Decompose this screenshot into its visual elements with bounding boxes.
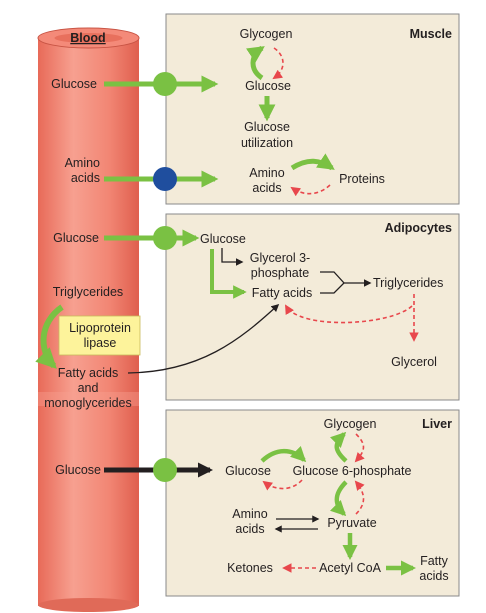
muscle-amino-1: Amino [249, 166, 284, 180]
muscle-proteins: Proteins [339, 172, 385, 186]
blood-fa-3: monoglycerides [44, 396, 132, 410]
liver-gluconeogenesis-arrow [354, 480, 365, 515]
adipocytes-title: Adipocytes [385, 221, 452, 235]
blood-title: Blood [70, 31, 105, 45]
liver-dephosphorylation-arrow [262, 479, 303, 491]
liver-fa-2: acids [419, 569, 448, 583]
liver-g6p: Glucose 6-phosphate [293, 464, 412, 478]
liver-glucose: Glucose [225, 464, 271, 478]
liver-glycogen: Glycogen [324, 417, 377, 431]
liver-glycolysis-arrow [329, 480, 348, 517]
liver-phosphorylation-arrow [260, 445, 307, 463]
blood-glucose-1: Glucose [51, 77, 97, 91]
muscle-amino-transporter [153, 167, 177, 191]
liver-amino-2: acids [235, 522, 264, 536]
liver-glycogenesis-arrow [329, 431, 348, 463]
muscle-util-1: Glucose [244, 120, 290, 134]
liver-ketones: Ketones [227, 561, 273, 575]
muscle-glycogenesis-arrow [245, 45, 265, 81]
blood-glucose-2: Glucose [53, 231, 99, 245]
muscle-amino-2: acids [252, 181, 281, 195]
blood-amino-1: Amino [65, 156, 100, 170]
adipo-triglycerides: Triglycerides [373, 276, 443, 290]
fa-mono-background [38, 392, 139, 406]
lipase-box [58, 315, 141, 356]
muscle-title: Muscle [410, 27, 452, 41]
adipo-g3p-1: Glycerol 3- [250, 251, 310, 265]
adipo-to-fa-arrow [210, 249, 247, 299]
muscle-util-2: utilization [241, 136, 293, 150]
muscle-glucose-transporter [153, 72, 177, 96]
adipo-glucose: Glucose [200, 232, 246, 246]
muscle-proteolysis-arrow [290, 184, 331, 197]
muscle-protein-synthesis-arrow [290, 153, 335, 171]
adipo-to-g3p-arrow [221, 248, 244, 266]
muscle-glycogenolysis-arrow [272, 47, 284, 80]
muscle-glucose: Glucose [245, 79, 291, 93]
blood-glucose-3: Glucose [55, 463, 101, 477]
liver-amino-1: Amino [232, 507, 267, 521]
fa-uptake-arrow [127, 303, 280, 374]
muscle-glycogen: Glycogen [240, 27, 293, 41]
blood-amino-2: acids [71, 171, 100, 185]
liver-acetyl-coa: Acetyl CoA [319, 561, 381, 575]
lipase-label-1: Lipoprotein [69, 321, 131, 335]
liver-glycogenolysis-arrow [354, 433, 365, 463]
lipase-label-2: lipase [84, 336, 117, 350]
blood-fa-2: and [78, 381, 99, 395]
blood-triglycerides: Triglycerides [53, 285, 123, 299]
lipase-green-arrow [35, 304, 64, 369]
adipo-glycerol: Glycerol [391, 355, 437, 369]
liver-glucose-transporter [153, 458, 177, 482]
blood-fa-1: Fatty acids [58, 366, 118, 380]
adipo-glucose-transporter [153, 226, 177, 250]
liver-fa-1: Fatty [420, 554, 449, 568]
adipo-g3p-2: phosphate [251, 266, 309, 280]
liver-pyruvate: Pyruvate [327, 516, 376, 530]
liver-title: Liver [422, 417, 452, 431]
adipo-fatty-acids: Fatty acids [252, 286, 312, 300]
muscle-panel [165, 13, 460, 205]
adipo-lipolysis-fa-arrow [285, 304, 413, 324]
